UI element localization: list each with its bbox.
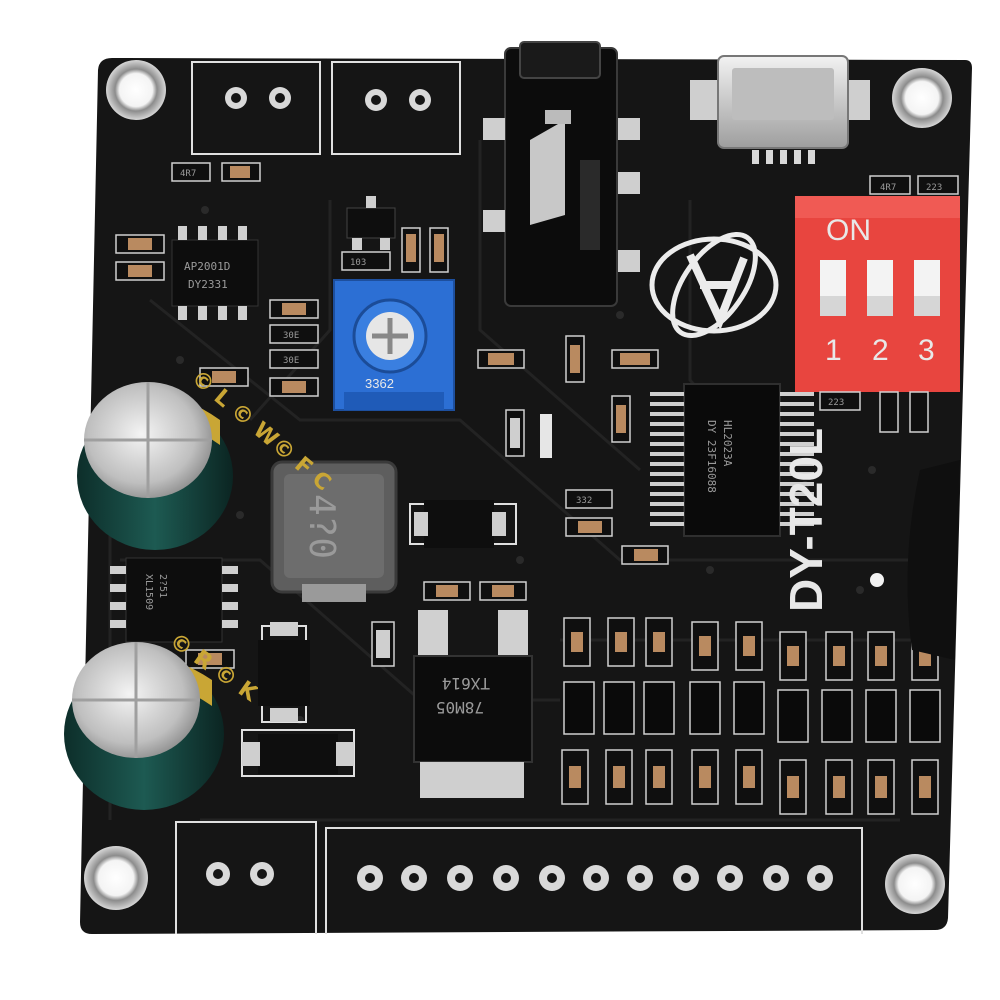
- dip-position-1: 1: [825, 334, 842, 367]
- resistor-code-6: 332: [576, 496, 592, 506]
- audio-jack: [483, 41, 640, 307]
- regulator-line1: 78M05: [436, 698, 484, 717]
- board-edge-cutout: [907, 460, 960, 660]
- resistor-code-8: 223: [926, 183, 942, 193]
- pin1-marker: [870, 573, 884, 587]
- regulator-line2: TX614: [442, 674, 490, 693]
- power-terminal: [175, 821, 317, 934]
- brand-logo-icon: [649, 231, 779, 339]
- amp-ic-line2: DY2331: [188, 278, 228, 291]
- mounting-hole-bottom-right: [885, 854, 945, 914]
- speaker-terminal-1: [191, 61, 321, 155]
- speaker-terminal-2: [331, 61, 461, 155]
- micro-usb-port: [690, 55, 870, 164]
- power-inductor: 4?0: [270, 460, 398, 602]
- mounting-hole-top-right: [892, 68, 952, 128]
- trim-potentiometer[interactable]: 3362: [333, 279, 455, 411]
- dcdc-line2: 2?51: [157, 574, 168, 598]
- resistor-code-7: 223: [828, 398, 844, 408]
- resistor-code-4: 30E: [283, 356, 299, 366]
- mounting-hole-top-left: [106, 60, 166, 120]
- model-label: DY-T20L: [780, 428, 832, 612]
- dcdc-converter-ic: XL1509 2?51: [110, 557, 238, 643]
- mounting-holes: [84, 60, 952, 914]
- resistor-code-5: 103: [350, 258, 366, 268]
- dcdc-line1: XL1509: [143, 574, 154, 610]
- electrolytic-capacitor-bottom: © R © K: [64, 628, 262, 810]
- pot-label: 3362: [365, 376, 394, 391]
- amp-ic-line1: AP2001D: [184, 260, 230, 273]
- input-protection-array: [561, 617, 941, 815]
- schottky-diode-mid: [258, 622, 310, 723]
- smd-components: 4R7 4R7 30E 30E 103 332 223 223: [115, 162, 959, 669]
- mounting-hole-bottom-left: [84, 846, 148, 910]
- inductor-label: 4?0: [301, 494, 342, 559]
- sot-transistor: [346, 196, 396, 250]
- resistor-code-1: 4R7: [180, 169, 196, 179]
- schottky-diode-top: [409, 500, 517, 548]
- audio-decoder-ic: HL2023A DY 23F16088: [650, 383, 814, 537]
- dip-position-2: 2: [872, 334, 889, 367]
- io-header: [325, 827, 863, 934]
- dip-switch[interactable]: ON 1 2 3: [795, 196, 960, 392]
- schottky-diode-bottom: [241, 729, 355, 777]
- voltage-regulator: 78M05 TX614: [413, 610, 533, 798]
- resistor-code-2: 4R7: [880, 183, 896, 193]
- dip-on-label: ON: [826, 214, 871, 247]
- dip-position-3: 3: [918, 334, 935, 367]
- amplifier-ic: AP2001D DY2331: [171, 226, 259, 320]
- resistor-code-3: 30E: [283, 331, 299, 341]
- audio-ic-line1: HL2023A: [721, 420, 734, 467]
- audio-ic-line2: DY 23F16088: [705, 420, 718, 493]
